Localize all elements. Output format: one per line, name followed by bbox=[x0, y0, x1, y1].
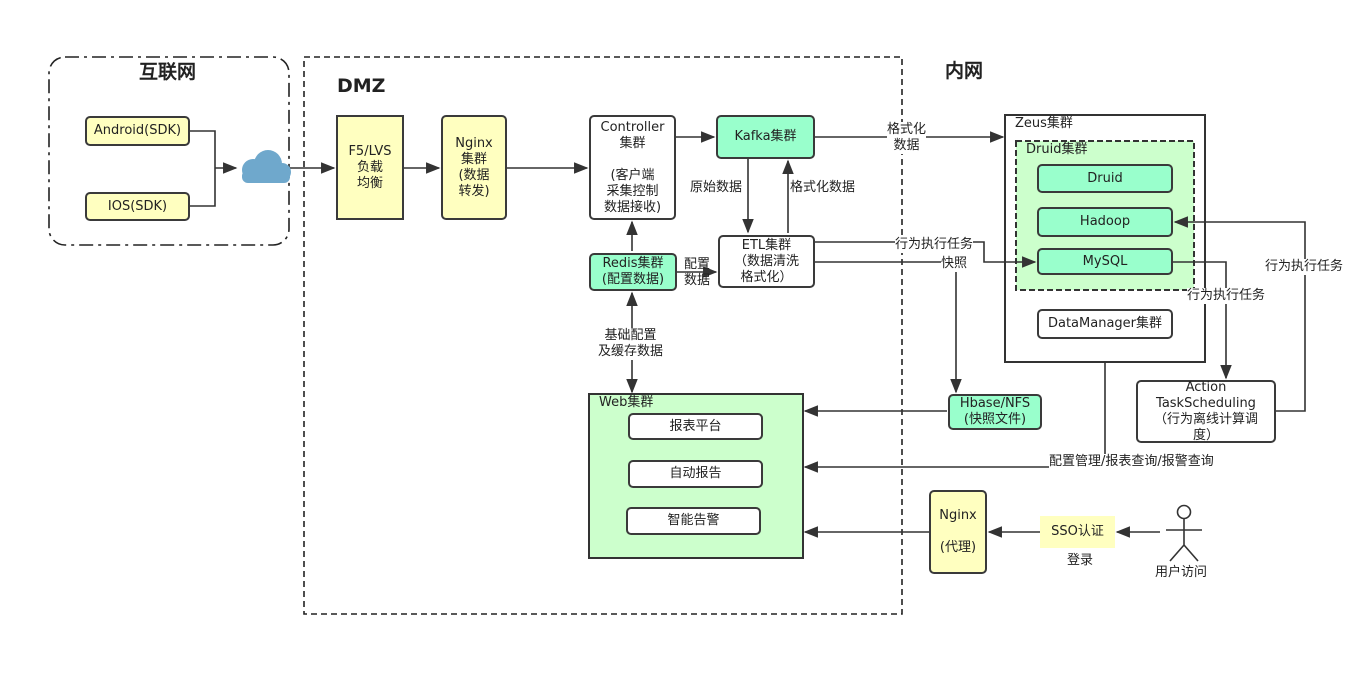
web-item-auto-report[interactable]: 自动报告 bbox=[628, 460, 763, 488]
node-sso-auth[interactable]: SSO认证 bbox=[1040, 516, 1115, 548]
user-access-label: 用户访问 bbox=[1155, 565, 1208, 580]
node-action-task-scheduling[interactable]: Action TaskScheduling （行为离线计算调 度） bbox=[1136, 380, 1276, 443]
edge-label-formatted-data: 格式化数据 bbox=[790, 180, 856, 195]
web-item-report-platform[interactable]: 报表平台 bbox=[628, 413, 763, 440]
node-hadoop[interactable]: Hadoop bbox=[1037, 207, 1173, 237]
client-ios[interactable]: IOS(SDK) bbox=[85, 192, 190, 221]
web-item-smart-alert[interactable]: 智能告警 bbox=[626, 507, 761, 535]
edge-label-base-config: 基础配置 及缓存数据 bbox=[598, 328, 664, 360]
node-redis-cluster[interactable]: Redis集群 (配置数据) bbox=[589, 253, 677, 291]
zone-intranet-title: 内网 bbox=[945, 60, 984, 82]
node-etl-cluster[interactable]: ETL集群 （数据清洗 格式化） bbox=[718, 235, 815, 288]
client-android[interactable]: Android(SDK) bbox=[85, 116, 190, 146]
edge-label-config-query: 配置管理/报表查询/报警查询 bbox=[1049, 454, 1214, 470]
internet-zone-border bbox=[48, 56, 290, 246]
node-controller-cluster[interactable]: Controller 集群 (客户端 采集控制 数据接收) bbox=[589, 115, 676, 220]
druid-cluster-title: Druid集群 bbox=[1026, 142, 1088, 157]
zone-dmz-title: DMZ bbox=[337, 75, 386, 97]
edge-label-config-data: 配置 数据 bbox=[684, 257, 711, 288]
node-nginx-proxy[interactable]: Nginx (代理) bbox=[929, 490, 987, 574]
node-druid[interactable]: Druid bbox=[1037, 164, 1173, 193]
edge-label-format-data: 格式化 数据 bbox=[887, 122, 927, 154]
cloud-icon bbox=[242, 150, 291, 183]
edge-label-behavior-task-3: 行为执行任务 bbox=[1265, 259, 1344, 275]
dmz-zone-border bbox=[303, 56, 903, 615]
node-datamanager-cluster[interactable]: DataManager集群 bbox=[1037, 309, 1173, 339]
node-nginx-cluster[interactable]: Nginx 集群 (数据 转发) bbox=[441, 115, 507, 220]
node-kafka-cluster[interactable]: Kafka集群 bbox=[716, 115, 815, 159]
zeus-cluster-title: Zeus集群 bbox=[1015, 116, 1073, 131]
edge-label-snapshot: 快照 bbox=[941, 256, 968, 272]
node-mysql[interactable]: MySQL bbox=[1037, 248, 1173, 275]
node-hbase-nfs[interactable]: Hbase/NFS (快照文件) bbox=[948, 394, 1042, 430]
edge-label-behavior-task-1: 行为执行任务 bbox=[895, 237, 974, 253]
edge-label-raw-data: 原始数据 bbox=[690, 180, 743, 195]
edge-label-behavior-task-2: 行为执行任务 bbox=[1187, 288, 1266, 304]
zone-internet-title: 互联网 bbox=[139, 61, 197, 83]
node-f5-lvs[interactable]: F5/LVS 负载 均衡 bbox=[336, 115, 404, 220]
web-cluster-title: Web集群 bbox=[599, 395, 654, 410]
user-icon bbox=[1166, 504, 1202, 562]
edge-label-login: 登录 bbox=[1067, 553, 1094, 568]
